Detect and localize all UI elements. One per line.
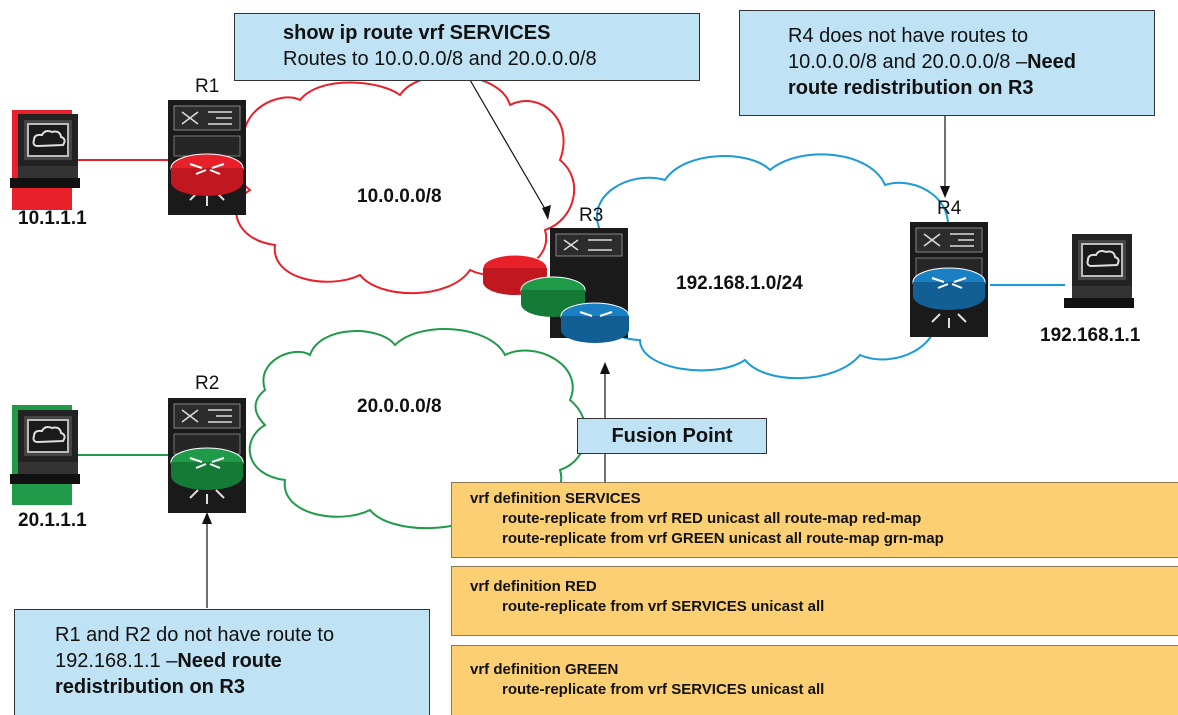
config-services-line-1: route-replicate from vrf RED unicast all… — [502, 510, 922, 527]
router-r2-label: R2 — [195, 373, 220, 394]
router-r4-label: R4 — [937, 198, 962, 219]
config-services-line-2: route-replicate from vrf GREEN unicast a… — [502, 530, 944, 547]
router-r3-label: R3 — [579, 205, 604, 226]
network-red-label: 10.0.0.0/8 — [357, 186, 442, 207]
callout-show-ip-route-cmd: show ip route vrf SERVICES — [283, 22, 551, 44]
config-vrf-services: vrf definition SERVICES route-replicate … — [451, 482, 1178, 558]
cloud-192-network — [588, 153, 961, 380]
config-red-header: vrf definition RED — [470, 578, 597, 595]
config-vrf-red: vrf definition RED route-replicate from … — [451, 566, 1178, 636]
network-green-label: 20.0.0.0/8 — [357, 396, 442, 417]
host-blue-icon — [1063, 233, 1135, 309]
host-green-label: 20.1.1.1 — [18, 510, 87, 531]
callout-r1r2-line2-bold: Need route — [177, 650, 282, 672]
callout-show-ip-route-text: Routes to 10.0.0.0/8 and 20.0.0.0/8 — [283, 48, 597, 70]
config-green-header: vrf definition GREEN — [470, 661, 619, 678]
cloud-10-network — [235, 74, 576, 295]
cloud-20-network — [248, 328, 587, 530]
config-vrf-green: vrf definition GREEN route-replicate fro… — [451, 645, 1178, 715]
callout-r4-line2: 10.0.0.0/8 and 20.0.0.0/8 – — [788, 51, 1028, 73]
callout-r1r2-line3: redistribution on R3 — [55, 676, 245, 698]
network-blue-label: 192.168.1.0/24 — [676, 273, 803, 294]
callout-r4-line3: route redistribution on R3 — [788, 77, 1034, 99]
callout-r1-r2-no-route: R1 and R2 do not have route to 192.168.1… — [14, 609, 430, 715]
callout-r4-line2-bold: Need — [1027, 51, 1076, 73]
host-green-icon — [9, 409, 81, 485]
router-r1-label: R1 — [195, 76, 220, 97]
callout-r4-line1: R4 does not have routes to — [788, 25, 1029, 47]
callout-r1r2-line1: R1 and R2 do not have route to — [55, 624, 335, 646]
host-red-icon — [9, 113, 81, 189]
config-green-line-1: route-replicate from vrf SERVICES unicas… — [502, 681, 825, 698]
host-blue-label: 192.168.1.1 — [1040, 325, 1141, 346]
fusion-point-label: Fusion Point — [577, 418, 767, 454]
callout-r1r2-line2: 192.168.1.1 – — [55, 650, 178, 672]
config-red-line-1: route-replicate from vrf SERVICES unicas… — [502, 598, 825, 615]
callout-r4-no-routes: R4 does not have routes to 10.0.0.0/8 an… — [739, 10, 1155, 116]
host-red-label: 10.1.1.1 — [18, 208, 87, 229]
config-services-header: vrf definition SERVICES — [470, 490, 641, 507]
callout-show-ip-route: show ip route vrf SERVICES Routes to 10.… — [234, 13, 700, 81]
